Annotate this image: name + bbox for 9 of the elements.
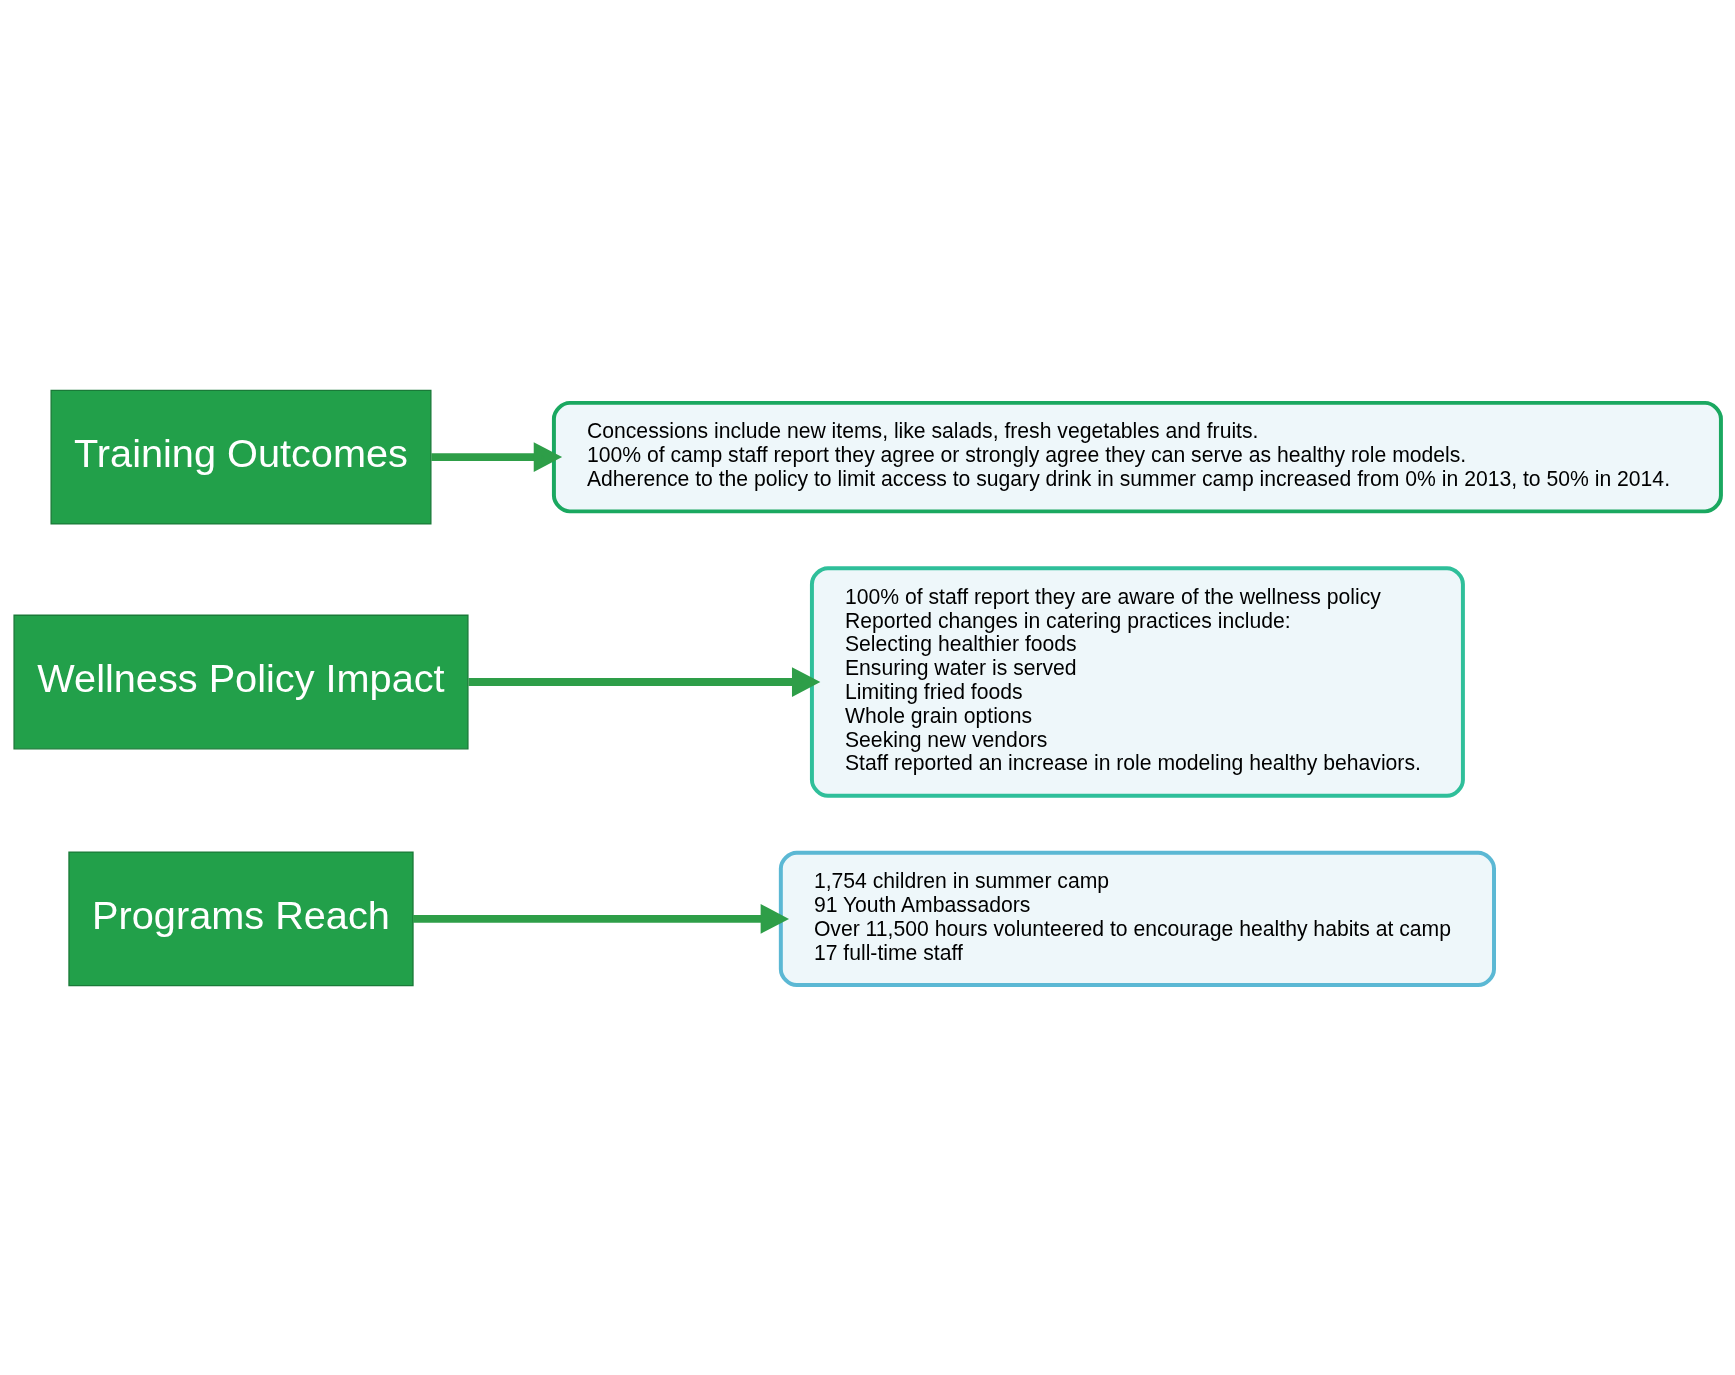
node-box: 100% of staff report they are aware of the wellness policy Reported changes in catering practices include: Selecting healthier foods Ensuring water is served Limiting fried foods Whole grain options Seeking new vendors Staff reported an increase in role modeling healthy behaviors. (809, 565, 1465, 798)
node-box: Wellness Policy Impact (13, 614, 469, 749)
node-box: Concessions include new items, like salads, fresh vegetables and fruits. 100% of camp staff report they agree or strongly agree they can serve as healthy role models. Adherence to the policy to limit access to sugary drink in summer camp increased from 0% in 2013, to 50% in 2014. (551, 400, 1723, 513)
arrow (468, 666, 821, 697)
node-box: Training Outcomes (50, 389, 432, 525)
arrow (413, 903, 790, 934)
arrow (431, 441, 563, 472)
node-box: Programs Reach (68, 850, 414, 986)
node-box: 1,754 children in summer camp 91 Youth Ambassadors Over 11,500 hours volunteered to encourage healthy habits at camp 17 full-time staff (778, 850, 1496, 987)
